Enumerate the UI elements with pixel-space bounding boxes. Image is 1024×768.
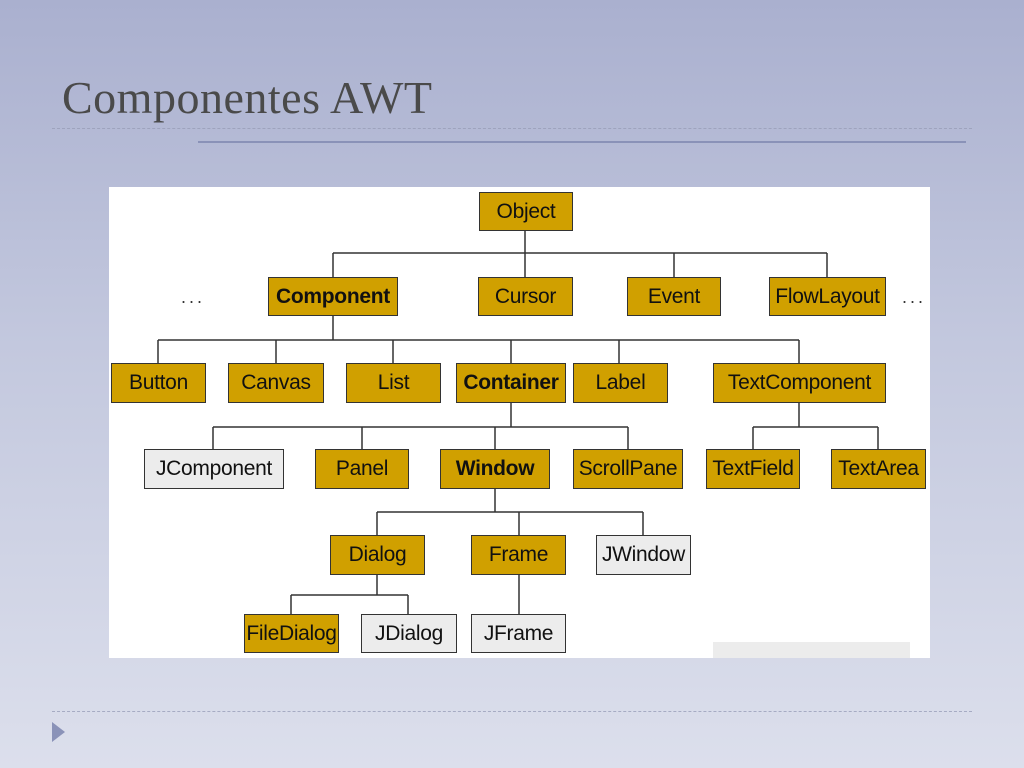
node-dialog: Dialog [330, 535, 425, 575]
node-textarea: TextArea [831, 449, 926, 489]
node-flowlayout: FlowLayout [769, 277, 886, 316]
node-textfield: TextField [706, 449, 800, 489]
node-event: Event [627, 277, 721, 316]
ellipsis-left: ... [181, 287, 206, 307]
node-object: Object [479, 192, 573, 231]
node-jframe: JFrame [471, 614, 566, 653]
class-hierarchy-diagram: ... ... Object Component Cursor Event Fl… [109, 187, 930, 658]
footer-dashed-divider [52, 711, 972, 712]
slide-bullet-arrow-icon [52, 722, 65, 742]
ellipsis-right: ... [902, 287, 927, 307]
node-jdialog: JDialog [361, 614, 457, 653]
slide-title: Componentes AWT [62, 72, 433, 123]
node-filedialog: FileDialog [244, 614, 339, 653]
node-jcomponent: JComponent [144, 449, 284, 489]
node-cursor: Cursor [478, 277, 573, 316]
node-panel: Panel [315, 449, 409, 489]
node-frame: Frame [471, 535, 566, 575]
node-scrollpane: ScrollPane [573, 449, 683, 489]
title-dashed-divider [52, 128, 972, 129]
title-underline [198, 141, 966, 143]
node-list: List [346, 363, 441, 403]
node-canvas: Canvas [228, 363, 324, 403]
node-window: Window [440, 449, 550, 489]
connector-lines [157, 231, 879, 614]
node-jwindow: JWindow [596, 535, 691, 575]
node-component: Component [268, 277, 398, 316]
node-button: Button [111, 363, 206, 403]
grey-patch [713, 642, 910, 658]
node-label: Label [573, 363, 668, 403]
node-textcomponent: TextComponent [713, 363, 886, 403]
node-container: Container [456, 363, 566, 403]
